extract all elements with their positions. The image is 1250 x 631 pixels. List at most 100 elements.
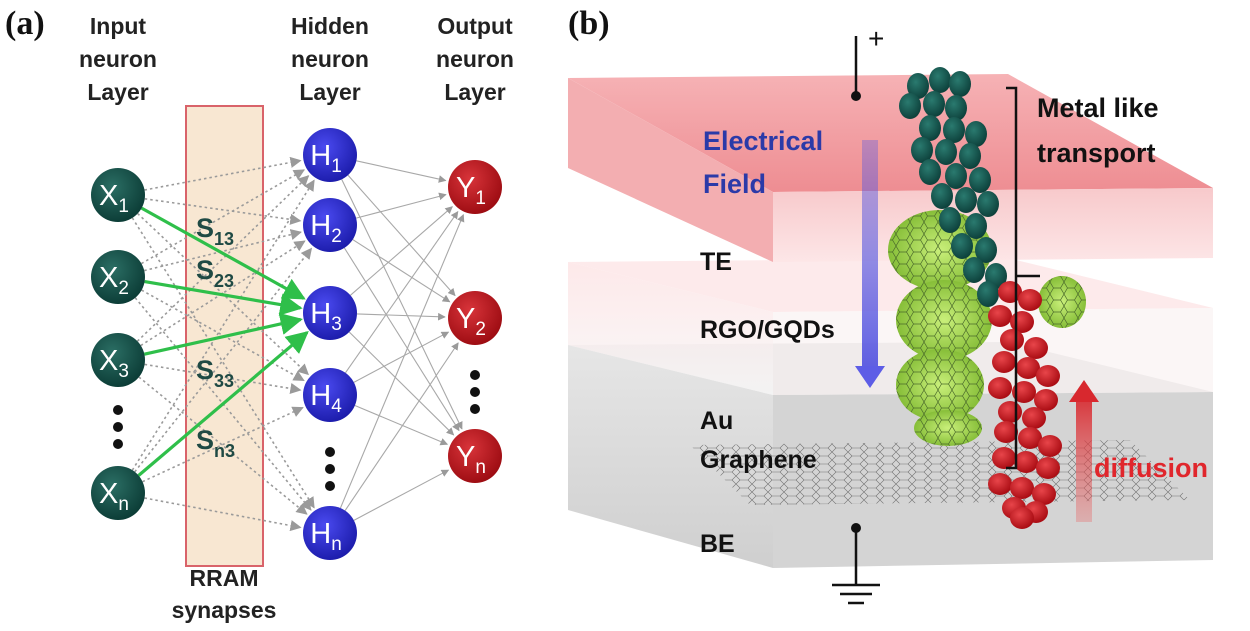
hidden-neuron-node xyxy=(303,368,357,422)
hidden-header-line: neuron xyxy=(291,46,369,72)
hidden-ellipsis xyxy=(325,447,335,491)
top-electrode-front xyxy=(568,78,773,262)
diffusing-ion xyxy=(994,421,1018,443)
diffusion-label: diffusion xyxy=(1094,453,1208,483)
hidden-neuron-label: H1 xyxy=(310,140,342,177)
metal-ion xyxy=(907,73,929,99)
input-header-line: Layer xyxy=(87,79,148,105)
hidden-neuron-label: H2 xyxy=(310,210,342,247)
diffusing-ion xyxy=(1018,427,1042,449)
metal-ion xyxy=(929,67,951,93)
output-neuron-node xyxy=(448,291,502,345)
ellipsis-dot xyxy=(470,370,480,380)
output-neuron-label: Y1 xyxy=(456,172,486,209)
hidden-neuron-node xyxy=(303,128,357,182)
rram-caption-line: RRAM xyxy=(190,565,259,591)
output-neuron-node xyxy=(448,429,502,483)
rram-caption-line: synapses xyxy=(172,597,277,623)
metal-ion xyxy=(949,71,971,97)
output-connection xyxy=(343,247,460,432)
diffusing-ion xyxy=(1010,477,1034,499)
highlighted-synapse xyxy=(137,330,309,477)
metal-ion xyxy=(963,257,985,283)
diffusing-ion xyxy=(1032,483,1056,505)
rgo-layer-front xyxy=(773,308,1213,395)
diffusing-ion xyxy=(1034,389,1058,411)
synapse-connection xyxy=(141,169,305,265)
output-header-line: neuron xyxy=(436,46,514,72)
output-connection xyxy=(355,192,447,219)
metal-ion xyxy=(959,143,981,169)
electrical-field-line: Electrical xyxy=(703,126,823,156)
diffusing-ion xyxy=(1000,329,1024,351)
metal-like-line: Metal like xyxy=(1037,93,1159,123)
panel-a: (a) Input neuron Layer Hidden neuron Lay… xyxy=(5,5,514,623)
output-connection xyxy=(356,312,446,321)
input-neuron-label: X1 xyxy=(99,180,129,217)
synapse-connection xyxy=(131,179,315,471)
be-label: BE xyxy=(700,530,735,558)
synapse-labels: S13 S23 S33 Sn3 xyxy=(196,213,235,461)
hidden-layer-header: Hidden neuron Layer xyxy=(291,13,369,105)
plus-sign: + xyxy=(868,23,884,54)
metal-ion xyxy=(911,137,933,163)
electrical-field-line: Field xyxy=(703,169,766,199)
synapse-connection xyxy=(141,289,305,382)
hidden-neuron-node xyxy=(303,506,357,560)
electrical-field-label: Electrical Field xyxy=(703,126,823,199)
input-neuron-label: X2 xyxy=(99,262,129,299)
hidden-header-line: Layer xyxy=(299,79,360,105)
rgo-layer-front xyxy=(568,262,773,395)
ellipsis-dot xyxy=(325,481,335,491)
input-ellipsis xyxy=(113,405,123,449)
output-ellipsis xyxy=(470,370,480,414)
panel-b-label: (b) xyxy=(568,5,610,42)
metal-ion xyxy=(955,187,977,213)
output-connection xyxy=(348,331,455,436)
metal-ion xyxy=(899,93,921,119)
panel-b: (b) xyxy=(568,5,1213,605)
metal-ion xyxy=(931,183,953,209)
metal-ion xyxy=(943,117,965,143)
electrical-field-arrow-shaft xyxy=(862,140,878,368)
gqd-cluster xyxy=(1038,276,1086,328)
output-neuron-label: Yn xyxy=(456,441,486,478)
hidden-neuron-label: Hn xyxy=(310,518,342,555)
output-header-line: Output xyxy=(437,13,513,39)
metal-ion xyxy=(977,191,999,217)
ellipsis-dot xyxy=(113,405,123,415)
output-connection xyxy=(350,206,453,296)
metal-ion xyxy=(919,115,941,141)
output-neuron-label: Y2 xyxy=(456,303,486,340)
diffusing-ion xyxy=(1038,435,1062,457)
diffusing-ion xyxy=(1014,451,1038,473)
synapse-label-s23: S23 xyxy=(196,255,234,291)
synapse-label-sn3: Sn3 xyxy=(196,425,235,461)
metal-ion xyxy=(975,237,997,263)
synapse-connection xyxy=(144,197,302,225)
output-connection xyxy=(339,213,465,509)
diffusing-ion xyxy=(992,447,1016,469)
gqd-cluster xyxy=(896,280,992,360)
diffusing-ion xyxy=(988,473,1012,495)
metal-ion xyxy=(977,281,999,307)
output-connection xyxy=(353,331,450,383)
hidden-output-connections xyxy=(339,160,465,521)
hidden-neuron-node xyxy=(303,198,357,252)
metal-ion xyxy=(939,207,961,233)
diffusing-ion xyxy=(1016,357,1040,379)
ellipsis-dot xyxy=(325,464,335,474)
ellipsis-dot xyxy=(113,422,123,432)
panel-a-label: (a) xyxy=(5,5,45,42)
highlighted-synapse xyxy=(140,206,306,300)
output-neuron-node xyxy=(448,160,502,214)
diffusing-ion xyxy=(998,401,1022,423)
ellipsis-dot xyxy=(113,439,123,449)
diffusing-ion xyxy=(1036,365,1060,387)
hidden-neuron-label: H3 xyxy=(310,298,342,335)
input-layer-header: Input neuron Layer xyxy=(79,13,157,105)
diffusing-ion xyxy=(1022,407,1046,429)
top-electrode-top xyxy=(568,74,1213,192)
